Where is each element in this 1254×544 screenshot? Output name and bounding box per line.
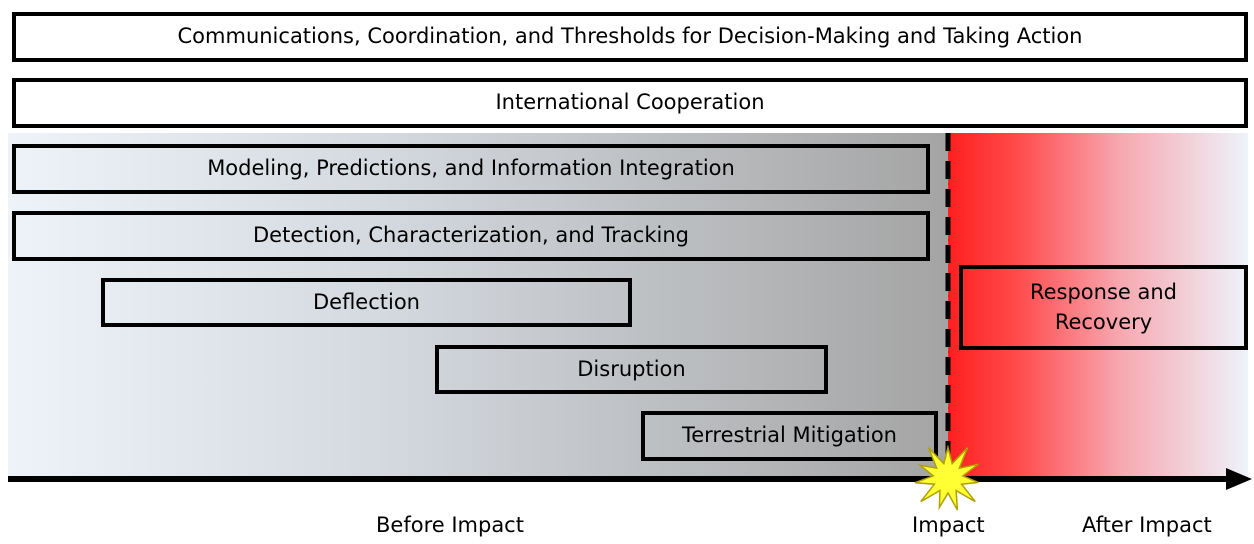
after-impact-region [948, 133, 1248, 477]
international-cooperation-box: International Cooperation [12, 78, 1248, 128]
modeling-box: Modeling, Predictions, and Information I… [12, 144, 930, 194]
deflection-box: Deflection [101, 278, 632, 327]
terrestrial-mitigation-box: Terrestrial Mitigation [641, 411, 938, 461]
terrestrial-mitigation-label: Terrestrial Mitigation [681, 423, 897, 448]
before-impact-label: Before Impact [376, 513, 524, 537]
deflection-label: Deflection [312, 289, 420, 314]
impact-burst-icon [914, 444, 979, 511]
response-recovery-label: Response and Recovery [1029, 280, 1178, 334]
timeline-arrowhead [1226, 468, 1252, 490]
detection-label: Detection, Characterization, and Trackin… [253, 223, 689, 248]
communications-box: Communications, Coordination, and Thresh… [12, 12, 1248, 62]
impact-label: Impact [912, 513, 985, 537]
communications-label: Communications, Coordination, and Thresh… [177, 24, 1083, 49]
detection-box: Detection, Characterization, and Trackin… [12, 211, 930, 261]
after-impact-label: After Impact [1082, 513, 1212, 537]
disruption-box: Disruption [435, 345, 828, 394]
international-cooperation-label: International Cooperation [495, 90, 765, 115]
modeling-label: Modeling, Predictions, and Information I… [207, 156, 735, 181]
disruption-label: Disruption [577, 356, 686, 381]
response-recovery-box: Response and Recovery [959, 265, 1248, 350]
